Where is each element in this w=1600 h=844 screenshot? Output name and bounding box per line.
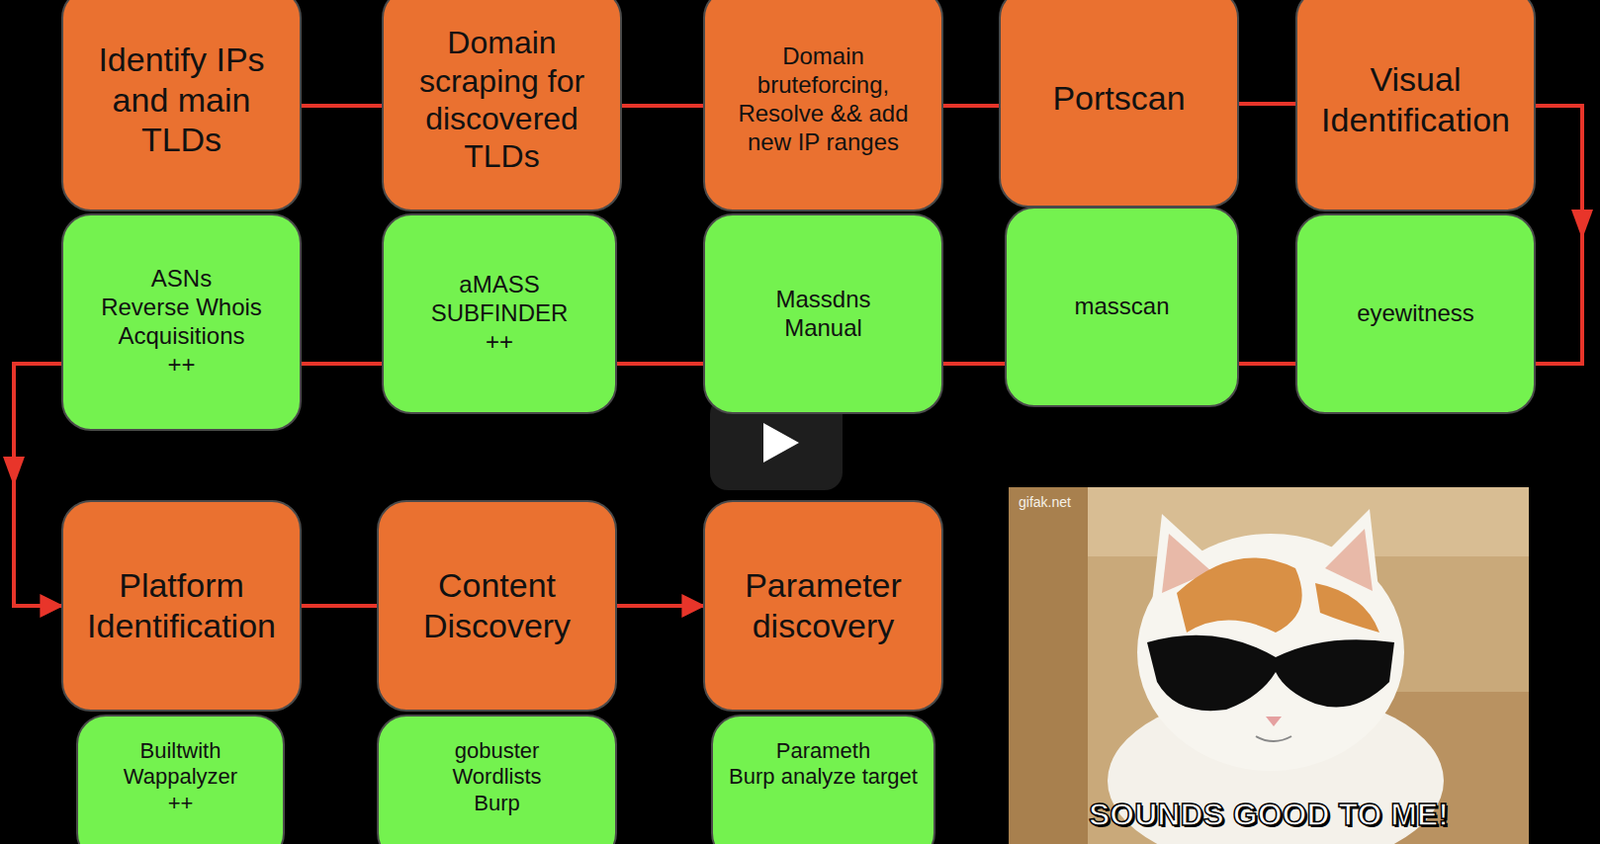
box-text: Massdns xyxy=(775,285,871,315)
box-text: ++ xyxy=(485,328,514,357)
box-text: Acquisitions xyxy=(117,322,245,352)
tool-box: eyewitness xyxy=(1295,213,1536,415)
flow-connector xyxy=(622,103,704,108)
tool-box: masscan xyxy=(1004,206,1240,408)
flow-connector xyxy=(1239,101,1296,106)
box-text: Burp xyxy=(473,791,520,817)
box-text: Parameth xyxy=(776,738,871,765)
box-text: Domain scraping for discovered TLDs xyxy=(395,23,609,177)
tool-box: gobusterWordlistsBurp xyxy=(376,714,618,844)
box-text: Portscan xyxy=(1052,78,1185,119)
tool-box: aMASSSUBFINDER++ xyxy=(381,213,618,415)
box-text: Reverse Whois xyxy=(100,293,263,323)
box-text: Manual xyxy=(784,314,863,344)
box-text: aMASS xyxy=(458,270,539,300)
box-text: masscan xyxy=(1073,292,1169,322)
box-text: Builtwith xyxy=(140,738,222,765)
box-text: ++ xyxy=(167,351,195,380)
watermark: gifak.net xyxy=(1018,494,1071,511)
box-text: ASNs xyxy=(151,265,212,294)
box-text: Domain bruteforcing, Resolve && add new … xyxy=(716,42,930,157)
box-text: gobuster xyxy=(454,738,540,765)
process-box: Content Discovery xyxy=(376,500,618,712)
box-text: Wordlists xyxy=(451,764,541,791)
tool-box: BuiltwithWappalyzer++ xyxy=(76,714,285,844)
process-box: Domain scraping for discovered TLDs xyxy=(381,0,623,212)
process-box: Portscan xyxy=(998,0,1240,208)
box-text: ++ xyxy=(168,791,194,817)
box-text: Parameter discovery xyxy=(716,565,930,647)
process-box: Identify IPs and main TLDs xyxy=(61,0,302,212)
box-text: Content Discovery xyxy=(390,565,604,647)
process-box: Platform Identification xyxy=(61,500,302,712)
tool-box: ParamethBurp analyze target xyxy=(711,714,936,844)
tool-box: MassdnsManual xyxy=(703,213,944,415)
process-box: Parameter discovery xyxy=(703,500,944,712)
box-text: Burp analyze target xyxy=(728,764,918,791)
box-text: Wappalyzer xyxy=(123,764,238,791)
box-text: Identify IPs and main TLDs xyxy=(75,39,288,161)
tool-box: ASNsReverse WhoisAcquisitions++ xyxy=(61,213,302,432)
flow-connector xyxy=(301,604,377,609)
flow-connector xyxy=(943,103,999,108)
process-box: Domain bruteforcing, Resolve && add new … xyxy=(703,0,944,212)
meme-caption: SOUNDS GOOD TO ME! xyxy=(1088,797,1449,834)
flow-connector xyxy=(301,103,382,108)
process-box: Visual Identification xyxy=(1295,0,1536,212)
box-text: Platform Identification xyxy=(75,565,288,647)
box-text: SUBFINDER xyxy=(431,299,569,329)
flow-connector xyxy=(617,604,704,609)
box-text: eyewitness xyxy=(1356,299,1475,329)
box-text: Visual Identification xyxy=(1309,59,1522,141)
cat-picture xyxy=(1008,487,1529,844)
